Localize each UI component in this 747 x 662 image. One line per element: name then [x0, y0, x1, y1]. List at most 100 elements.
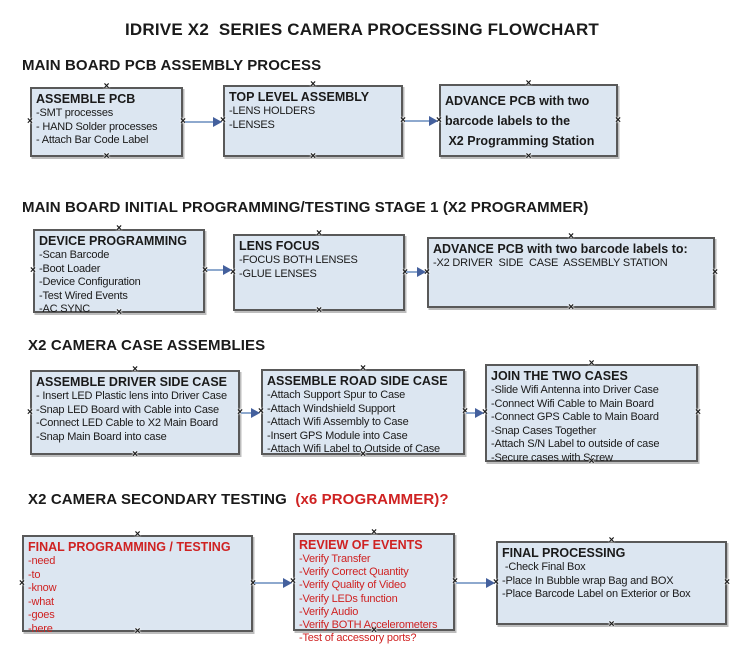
section-header-initial-programming: MAIN BOARD INITIAL PROGRAMMING/TESTING S… [22, 199, 589, 216]
anchor-mark: × [103, 151, 110, 162]
arrow-shaft [254, 582, 285, 584]
box-line: -what [28, 595, 54, 608]
flow-arrow [185, 117, 222, 127]
box-title: REVIEW OF EVENTS [299, 538, 423, 552]
box-line: -GLUE LENSES [239, 267, 317, 280]
box-line: -Boot Loader [39, 262, 101, 275]
box-line: -Snap LED Board with Cable into Case [36, 403, 219, 416]
arrow-shaft [185, 121, 215, 123]
box-line: -Slide Wifi Antenna into Driver Case [491, 384, 659, 396]
anchor-mark: × [316, 305, 322, 316]
box-line: -Connect GPS Cable to Main Board [491, 411, 659, 423]
box-body: -need-to-know-what-goes-here [28, 555, 248, 636]
box-line: X2 Programming Station [445, 134, 595, 148]
arrow-head-icon [429, 116, 438, 126]
flow-box-lens-focus[interactable]: × × × × LENS FOCUS -FOCUS BOTH LENSES-GL… [230, 229, 408, 316]
flow-box-assemble-driver-side-case[interactable]: × × × × ASSEMBLE DRIVER SIDE CASE - Inse… [27, 365, 243, 460]
arrow-head-icon [283, 578, 292, 588]
box-line: -LENSES [229, 118, 275, 131]
flow-box-assemble-pcb[interactable]: × × × × ASSEMBLE PCB -SMT processes- HAN… [27, 82, 186, 162]
flow-arrow [405, 116, 438, 126]
box-line: -to [28, 568, 41, 581]
box-body: -Verify Transfer-Verify Correct Quantity… [299, 553, 450, 645]
box-line: barcode labels to the [445, 114, 571, 128]
flow-arrow [466, 408, 484, 418]
box-line: -Attach Windshield Support [267, 402, 396, 415]
arrow-shaft [466, 412, 477, 414]
box-line: -FOCUS BOTH LENSES [239, 254, 358, 266]
box-title: FINAL PROCESSING [502, 546, 626, 560]
arrow-shaft [241, 412, 253, 414]
flow-box-review-of-events[interactable]: × × × × REVIEW OF EVENTS -Verify Transfe… [290, 528, 458, 645]
box-body: -Scan Barcode-Boot Loader-Device Configu… [39, 249, 200, 317]
arrow-shaft [405, 120, 431, 122]
box-line: -know [28, 582, 57, 594]
flow-arrow [254, 578, 292, 588]
box-line: -Verify Transfer [299, 553, 371, 565]
section-header-secondary-testing: X2 CAMERA SECONDARY TESTING (x6 PROGRAMM… [28, 491, 449, 508]
box-line: -Verify BOTH Accelerometers [299, 619, 438, 632]
flow-box-advance-pcb-driver-side[interactable]: × × × × ADVANCE PCB with two barcode lab… [424, 232, 718, 313]
arrow-shaft [456, 582, 488, 584]
arrow-head-icon [475, 408, 484, 418]
arrow-head-icon [213, 117, 222, 127]
box-line: -need [28, 555, 56, 567]
anchor-mark: × [724, 577, 730, 588]
anchor-mark: × [27, 116, 33, 127]
arrow-shaft [406, 271, 419, 273]
box-line: - Attach Bar Code Label [36, 134, 149, 146]
anchor-mark: × [310, 151, 316, 162]
box-line: -Device Configuration [39, 276, 141, 288]
arrow-head-icon [223, 265, 232, 275]
anchor-mark: × [525, 78, 532, 89]
box-line: -Attach S/N Label to outside of case [491, 438, 660, 450]
box-line: -Insert GPS Module into Case [267, 429, 408, 442]
flow-box-device-programming[interactable]: × × × × DEVICE PROGRAMMING -Scan Barcode… [30, 224, 208, 318]
flow-box-final-programming-testing[interactable]: × × × × FINAL PROGRAMMING / TESTING -nee… [19, 530, 256, 637]
anchor-mark: × [712, 266, 718, 278]
box-line: -Scan Barcode [39, 249, 110, 261]
box-title: ASSEMBLE PCB [36, 92, 136, 106]
box-body: -LENS HOLDERS-LENSES [229, 105, 398, 132]
box-body: - Insert LED Plastic lens into Driver Ca… [36, 390, 235, 444]
box-line: - Insert LED Plastic lens into Driver Ca… [36, 390, 227, 402]
flow-arrow [207, 265, 232, 275]
box-line: -Place In Bubble wrap Bag and BOX [502, 574, 674, 587]
anchor-mark: × [695, 407, 701, 418]
box-line: -Verify Correct Quantity [299, 566, 409, 579]
box-line: -Check Final Box [502, 561, 586, 573]
box-title: FINAL PROGRAMMING / TESTING [28, 540, 231, 554]
arrow-head-icon [417, 267, 426, 277]
box-line: -Verify Quality of Video [299, 579, 406, 592]
box-line: -X2 DRIVER SIDE CASE ASSEMBLY STATION [433, 257, 668, 269]
anchor-mark: × [568, 302, 574, 313]
anchor-mark: × [30, 265, 36, 276]
box-line: -AC SYNC [39, 303, 90, 315]
page-title: IDRIVE X2 SERIES CAMERA PROCESSING FLOWC… [124, 20, 600, 39]
section-header-case-assemblies: X2 CAMERA CASE ASSEMBLIES [28, 337, 266, 354]
box-line: -Attach Support Spur to Case [267, 389, 406, 401]
anchor-mark: × [27, 406, 33, 418]
box-body: -Slide Wifi Antenna into Driver Case-Con… [491, 384, 693, 465]
box-title: ASSEMBLE ROAD SIDE CASE [267, 374, 448, 388]
box-line: -Test of accessory ports? [299, 632, 417, 645]
box-line: -Snap Cases Together [491, 424, 597, 437]
anchor-mark: × [19, 577, 25, 589]
flow-box-assemble-road-side-case[interactable]: × × × × ASSEMBLE ROAD SIDE CASE -Attach … [258, 364, 468, 460]
box-title: DEVICE PROGRAMMING [39, 234, 187, 248]
box-line: -Secure cases with Screw [491, 451, 613, 464]
arrow-head-icon [251, 408, 260, 418]
box-title: LENS FOCUS [239, 239, 320, 253]
section-header-text: X2 CAMERA SECONDARY TESTING [28, 491, 296, 508]
box-title: ASSEMBLE DRIVER SIDE CASE [36, 375, 228, 389]
flow-box-join-the-two-cases[interactable]: × × × × JOIN THE TWO CASES -Slide Wifi A… [482, 359, 701, 467]
flow-box-final-processing[interactable]: × × × × FINAL PROCESSING -Check Final Bo… [493, 536, 730, 630]
flow-box-top-level-assembly[interactable]: × × × × TOP LEVEL ASSEMBLY -LENS HOLDERS… [220, 80, 406, 162]
arrow-head-icon [486, 578, 495, 588]
box-body: -SMT processes- HAND Solder processes- A… [36, 107, 178, 148]
box-title: TOP LEVEL ASSEMBLY [229, 90, 370, 104]
box-line: -Connect Wifi Cable to Main Board [491, 397, 654, 410]
